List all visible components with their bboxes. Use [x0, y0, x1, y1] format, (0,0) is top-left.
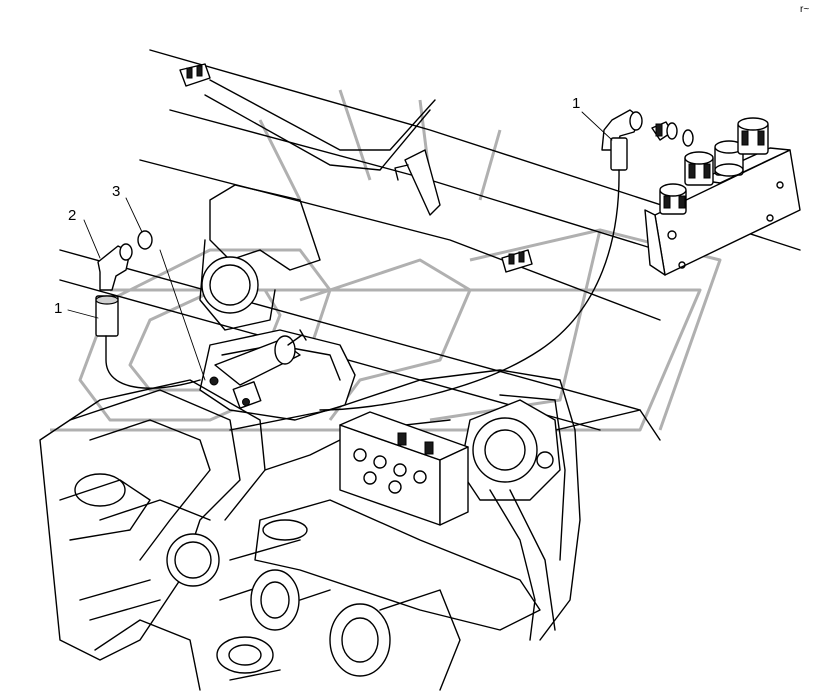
- callout-1-left: 1: [54, 300, 62, 317]
- adapter-fitting: [651, 121, 678, 141]
- pivot-housing: [459, 399, 561, 641]
- sensor-assembly: [209, 329, 307, 409]
- chassis-frame: [39, 369, 581, 661]
- lower-drive-housing: [94, 499, 541, 691]
- axle-housing: [199, 184, 356, 421]
- callout-3: 3: [112, 183, 120, 200]
- elbow-fitting: [97, 243, 133, 291]
- valve-cartridge: [714, 140, 744, 177]
- sensor-cable-left: [95, 295, 201, 389]
- cable-clip: [501, 249, 533, 273]
- o-ring: [137, 230, 153, 250]
- callout-1-right: 1: [572, 95, 580, 112]
- valve-cartridge: [659, 183, 687, 215]
- cable-clip: [179, 63, 211, 87]
- valve-cartridge: [684, 151, 714, 186]
- o-ring: [682, 129, 694, 147]
- callout-2: 2: [68, 207, 76, 224]
- sensor-cable-right: [319, 137, 628, 411]
- leader-lines: [67, 111, 613, 381]
- valve-cartridge: [737, 117, 769, 155]
- corner-mark: r~: [800, 4, 809, 15]
- distribution-block: [339, 411, 469, 526]
- bracket: [394, 149, 441, 216]
